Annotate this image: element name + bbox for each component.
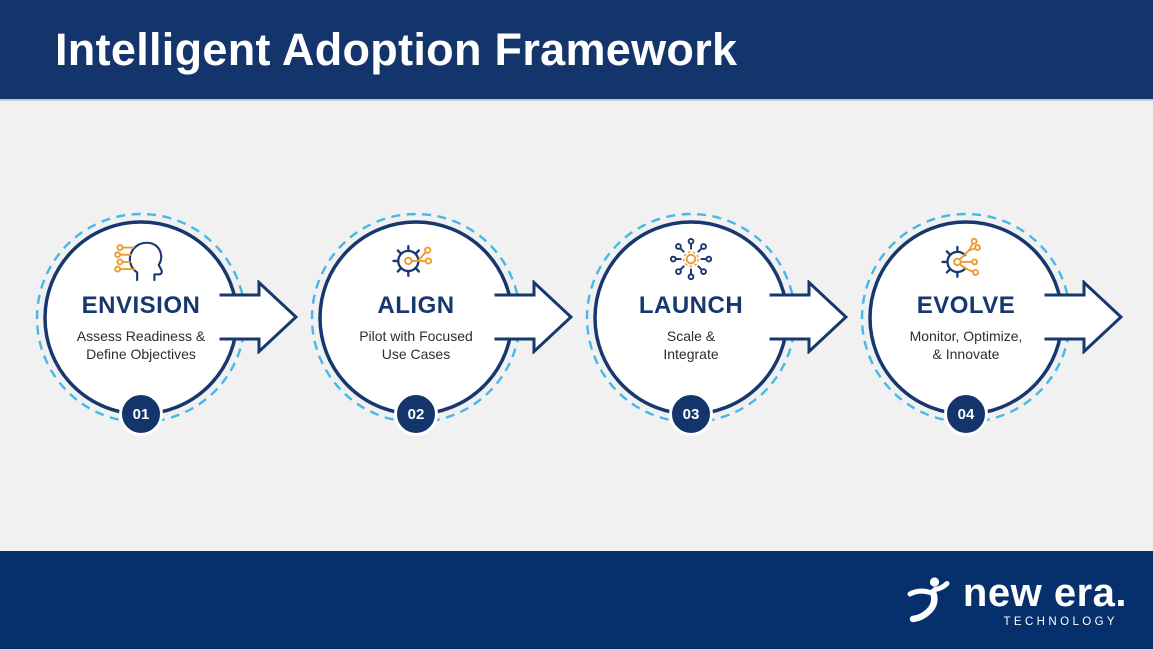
step-launch: LAUNCH Scale & Integrate 03 bbox=[576, 203, 806, 436]
step-description: Monitor, Optimize, & Innovate bbox=[910, 328, 1023, 364]
arrow-right-icon bbox=[1044, 280, 1123, 354]
step-description: Assess Readiness & Define Objectives bbox=[77, 328, 205, 364]
step-number-badge: 04 bbox=[944, 392, 988, 436]
gear-circuit-icon bbox=[392, 244, 433, 277]
gear-branches-icon bbox=[941, 237, 981, 278]
step-description-line2: Integrate bbox=[663, 345, 719, 362]
step-description: Pilot with Focused Use Cases bbox=[359, 328, 473, 364]
newera-logo: new era. TECHNOLOGY bbox=[905, 573, 1127, 628]
brand-name: new era. bbox=[962, 570, 1127, 615]
step-number: 01 bbox=[132, 405, 150, 423]
arrow-right-icon bbox=[494, 280, 573, 354]
step-number: 03 bbox=[682, 405, 700, 423]
header-banner: Intelligent Adoption Framework bbox=[0, 0, 1153, 99]
step-number-badge: 02 bbox=[394, 392, 438, 436]
step-description-line2: Use Cases bbox=[381, 345, 451, 362]
step-number: 02 bbox=[407, 405, 425, 423]
step-align: ALIGN Pilot with Focused Use Cases 02 bbox=[301, 203, 531, 436]
step-number-badge: 01 bbox=[119, 392, 163, 436]
ai-head-icon bbox=[114, 241, 163, 282]
step-description-line2: & Innovate bbox=[932, 345, 1000, 362]
newera-wordmark: new era. TECHNOLOGY bbox=[963, 573, 1127, 628]
arrow-right-icon bbox=[769, 280, 848, 354]
step-description-line1: Scale & bbox=[666, 327, 716, 344]
step-description-line1: Pilot with Focused bbox=[359, 327, 473, 344]
step-description-line1: Assess Readiness & bbox=[76, 327, 206, 344]
step-title: LAUNCH bbox=[638, 292, 744, 319]
brand-subtitle: TECHNOLOGY bbox=[1003, 615, 1118, 628]
network-hub-icon bbox=[669, 237, 713, 281]
step-content: LAUNCH Scale & Integrate bbox=[576, 203, 806, 433]
step-description-line1: Monitor, Optimize, bbox=[909, 327, 1023, 344]
step-description-line2: Define Objectives bbox=[86, 345, 196, 362]
step-number: 04 bbox=[957, 405, 975, 423]
step-content: EVOLVE Monitor, Optimize, & Innovate bbox=[851, 203, 1081, 433]
step-title: ENVISION bbox=[81, 292, 201, 319]
step-description: Scale & Integrate bbox=[663, 328, 718, 364]
step-content: ALIGN Pilot with Focused Use Cases bbox=[301, 203, 531, 433]
arrow-right-icon bbox=[219, 280, 298, 354]
step-title: ALIGN bbox=[377, 292, 455, 319]
step-evolve: EVOLVE Monitor, Optimize, & Innovate 04 bbox=[851, 203, 1081, 436]
step-content: ENVISION Assess Readiness & Define Objec… bbox=[26, 203, 256, 433]
step-number-badge: 03 bbox=[669, 392, 713, 436]
step-envision: ENVISION Assess Readiness & Define Objec… bbox=[26, 203, 256, 436]
footer-banner: new era. TECHNOLOGY bbox=[0, 551, 1153, 649]
newera-figure-icon bbox=[907, 576, 950, 622]
step-title: EVOLVE bbox=[916, 292, 1016, 319]
page-title: Intelligent Adoption Framework bbox=[55, 23, 738, 75]
